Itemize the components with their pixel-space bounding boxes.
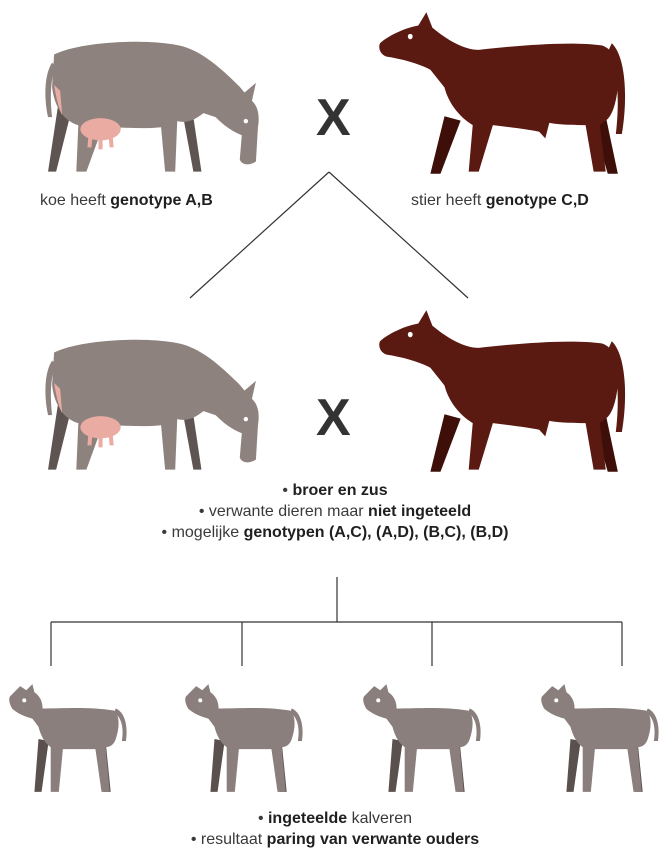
calf-icon bbox=[362, 682, 484, 794]
siblings-line-3-prefix: • mogelijke bbox=[162, 524, 244, 541]
calves-inbred: ingeteelde bbox=[268, 810, 347, 827]
siblings-genotypes: genotypen (A,C), (A,D), (B,C), (B,D) bbox=[244, 524, 509, 541]
calves-line-2: • resultaat paring van verwante ouders bbox=[0, 829, 670, 850]
siblings-line-2: • verwante dieren maar niet ingeteeld bbox=[0, 501, 670, 522]
calf-icon bbox=[8, 682, 130, 794]
calves-line-1-suffix: kalveren bbox=[347, 810, 412, 827]
siblings-not-inbred: niet ingeteeld bbox=[368, 503, 471, 520]
cow-icon bbox=[42, 332, 264, 474]
bullet: • bbox=[282, 482, 292, 499]
cross-symbol-siblings: X bbox=[316, 392, 351, 444]
calves-description: • ingeteelde kalveren • resultaat paring… bbox=[0, 808, 670, 850]
calves-line-2-prefix: • resultaat bbox=[191, 831, 267, 848]
calf-icon bbox=[540, 682, 662, 794]
siblings-relation: broer en zus bbox=[292, 482, 387, 499]
calf-icon bbox=[184, 682, 306, 794]
siblings-line-3: • mogelijke genotypen (A,C), (A,D), (B,C… bbox=[0, 522, 670, 543]
bullet: • bbox=[258, 810, 268, 827]
siblings-line-2-prefix: • verwante dieren maar bbox=[199, 503, 368, 520]
bull-icon bbox=[378, 308, 640, 474]
inheritance-line-left bbox=[190, 172, 329, 298]
inheritance-line-right bbox=[329, 172, 468, 298]
siblings-description: • broer en zus • verwante dieren maar ni… bbox=[0, 480, 670, 543]
siblings-line-1: • broer en zus bbox=[0, 480, 670, 501]
calves-parentage: paring van verwante ouders bbox=[267, 831, 480, 848]
calves-line-1: • ingeteelde kalveren bbox=[0, 808, 670, 829]
